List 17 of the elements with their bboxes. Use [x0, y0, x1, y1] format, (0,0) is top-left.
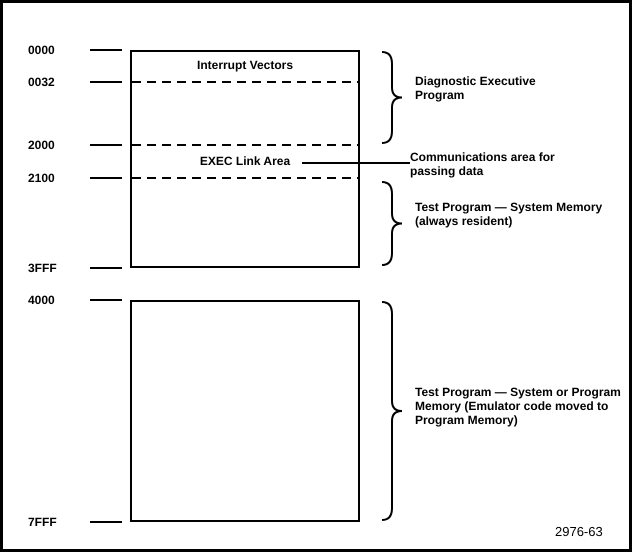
figure-number: 2976-63: [555, 525, 604, 539]
memory-region: EXEC Link Area: [132, 148, 358, 180]
annotation-text: Test Program — System Memory (always resident): [415, 200, 604, 228]
address-label: 0000: [28, 43, 56, 57]
address-label: 2100: [28, 171, 56, 185]
annotation-text: Diagnostic Executive Program: [415, 74, 537, 102]
address-label: 2000: [28, 138, 56, 152]
annotation-text: Communications area for passing data: [410, 150, 570, 180]
address-label: 3FFF: [28, 261, 58, 275]
annotation-text: Test Program — System or Program Memory (Emulator code moved to Program Memory): [415, 385, 622, 427]
address-label: 7FFF: [28, 515, 58, 529]
memory-region: Interrupt Vectors: [132, 52, 358, 82]
address-label: 0032: [28, 75, 56, 89]
address-label: 4000: [28, 293, 56, 307]
leader-line: [302, 162, 410, 164]
memory-block: [130, 300, 360, 522]
memory-block: [130, 50, 360, 268]
